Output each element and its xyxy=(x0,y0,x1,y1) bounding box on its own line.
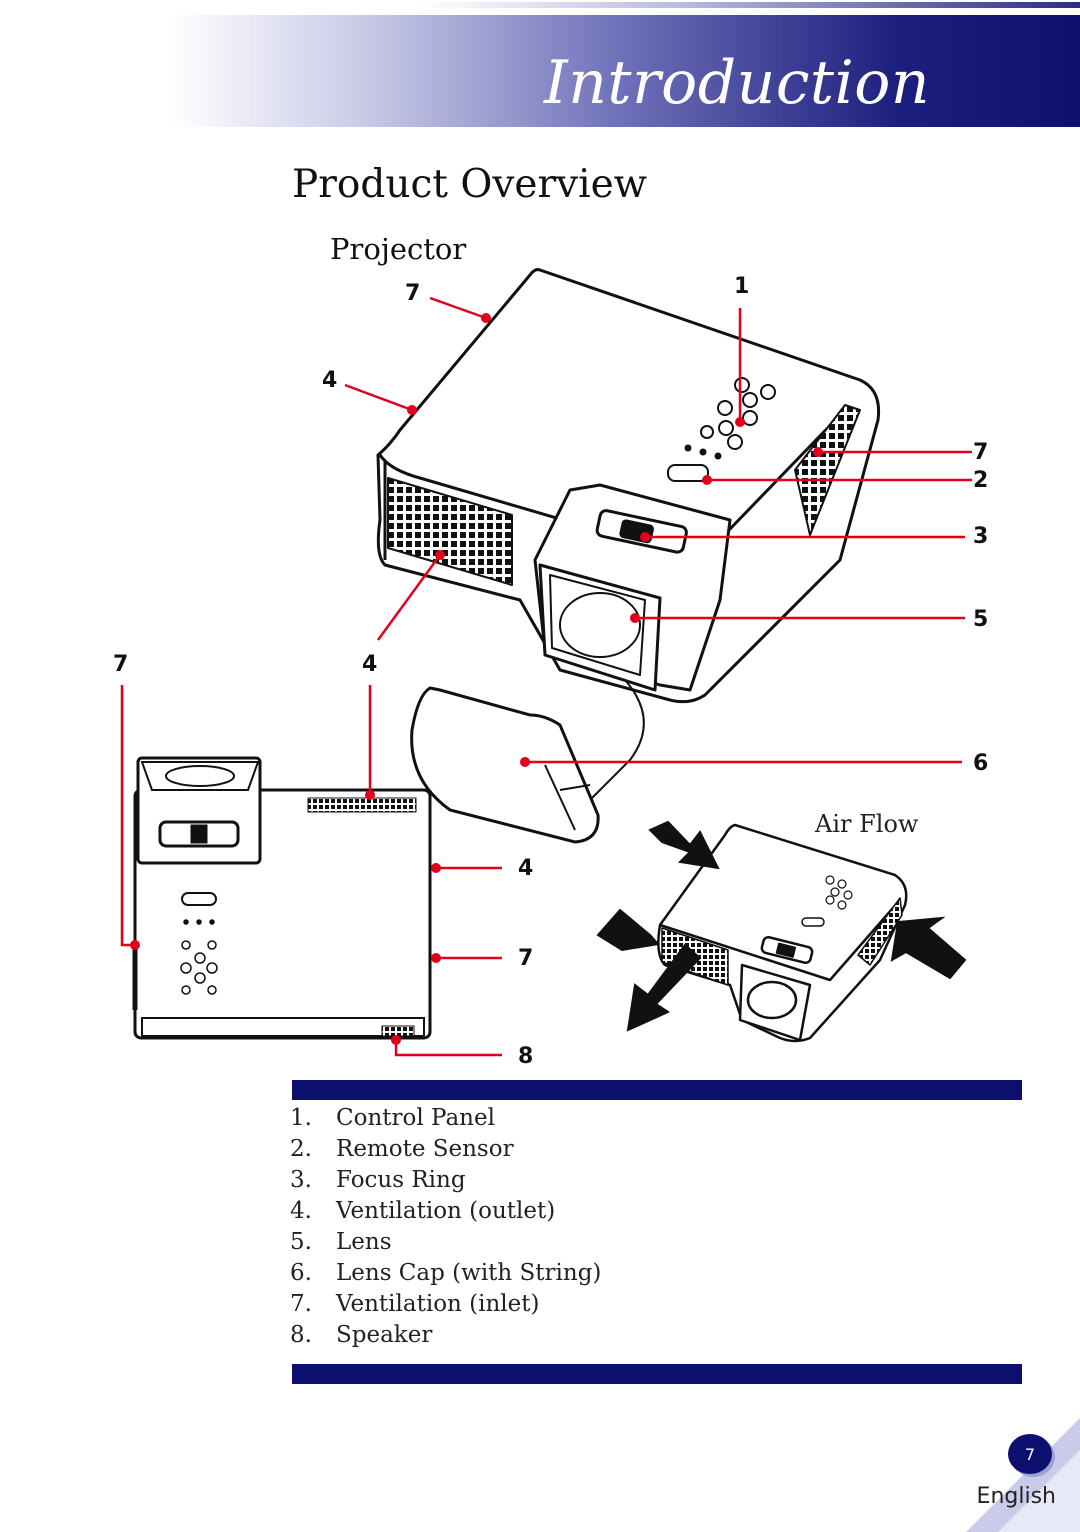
header-banner xyxy=(170,15,1080,127)
legend-item: 4. Ventilation (outlet) xyxy=(290,1196,601,1227)
legend-label: Focus Ring xyxy=(336,1167,466,1193)
page-number: 7 xyxy=(1008,1434,1052,1474)
legend-label: Control Panel xyxy=(336,1105,495,1131)
language-label: English xyxy=(976,1484,1056,1509)
legend-item: 7. Ventilation (inlet) xyxy=(290,1289,601,1320)
section-title: Projector xyxy=(330,232,467,266)
page-title: Product Overview xyxy=(292,162,648,207)
callout-2: 2 xyxy=(973,468,989,493)
callout-4-top: 4 xyxy=(322,368,338,393)
legend-label: Remote Sensor xyxy=(336,1136,514,1162)
projector-diagram xyxy=(120,268,972,1057)
legend-number: 7. xyxy=(290,1291,312,1317)
legend-item: 1. Control Panel xyxy=(290,1103,601,1134)
legend-item: 8. Speaker xyxy=(290,1320,601,1351)
legend-number: 2. xyxy=(290,1136,312,1162)
legend-number: 5. xyxy=(290,1229,312,1255)
legend-top-rule xyxy=(292,1080,1022,1100)
callout-7-right: 7 xyxy=(973,440,989,465)
callout-7-bottom: 7 xyxy=(518,946,534,971)
header-stripe xyxy=(420,2,1080,8)
legend-item: 3. Focus Ring xyxy=(290,1165,601,1196)
parts-legend: 1. Control Panel 2. Remote Sensor 3. Focus … xyxy=(290,1103,601,1351)
legend-item: 5. Lens xyxy=(290,1227,601,1258)
lens-cap xyxy=(410,679,645,844)
chapter-title: Introduction xyxy=(544,48,930,118)
legend-label: Ventilation (outlet) xyxy=(336,1198,556,1224)
callout-5: 5 xyxy=(973,607,989,632)
legend-number: 3. xyxy=(290,1167,312,1193)
callout-8: 8 xyxy=(518,1044,534,1069)
callout-4-bottom: 4 xyxy=(518,856,534,881)
legend-item: 6. Lens Cap (with String) xyxy=(290,1258,601,1289)
legend-label: Lens xyxy=(336,1229,392,1255)
callout-dots xyxy=(130,313,823,1045)
legend-item: 2. Remote Sensor xyxy=(290,1134,601,1165)
callout-4-left: 4 xyxy=(362,652,378,677)
legend-number: 1. xyxy=(290,1105,312,1131)
callout-7-left: 7 xyxy=(113,652,129,677)
legend-label: Ventilation (inlet) xyxy=(336,1291,540,1317)
callout-3: 3 xyxy=(973,524,989,549)
legend-number: 8. xyxy=(290,1322,312,1348)
callout-7-top: 7 xyxy=(405,281,421,306)
airflow-arrows xyxy=(596,820,967,1032)
legend-label: Speaker xyxy=(336,1322,433,1348)
callout-1: 1 xyxy=(734,274,750,299)
legend-number: 4. xyxy=(290,1198,312,1224)
airflow-label: Air Flow xyxy=(815,810,919,838)
legend-label: Lens Cap (with String) xyxy=(336,1260,602,1286)
callout-6: 6 xyxy=(973,751,989,776)
legend-bottom-rule xyxy=(292,1364,1022,1384)
legend-number: 6. xyxy=(290,1260,312,1286)
projector-top-view xyxy=(376,268,881,704)
airflow-projector xyxy=(657,823,908,1043)
projector-plan-view xyxy=(132,756,432,1040)
